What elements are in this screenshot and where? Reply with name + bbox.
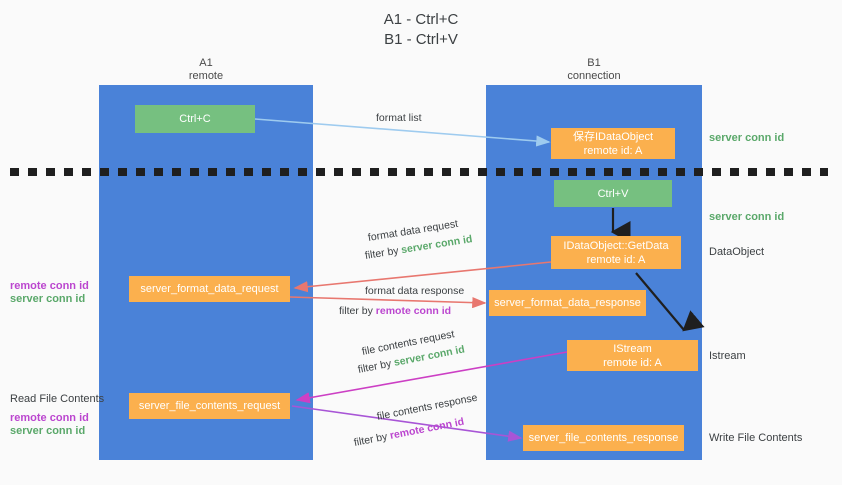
edge-label-format-data-response: format data response xyxy=(365,285,465,297)
label-dataobject: DataObject xyxy=(709,246,765,258)
label-server-conn-id-left-2: server conn id xyxy=(10,425,86,437)
column-header-a1-role: remote xyxy=(188,70,224,82)
label-write-file-contents: Write File Contents xyxy=(709,432,803,444)
column-header-b1-role: connection xyxy=(567,70,621,82)
column-header-a1-name: A1 xyxy=(199,57,213,69)
node-istream-line1: IStream xyxy=(613,342,652,355)
phase-divider-dashed-line xyxy=(10,168,828,176)
node-save-idataobject-line2: remote id: A xyxy=(583,144,643,157)
edge-label-format-data-response-filter-value: remote conn id xyxy=(375,305,452,317)
edge-label-format-list: format list xyxy=(376,112,422,124)
node-idataobject-getdata-line1: IDataObject::GetData xyxy=(563,239,669,252)
label-istream: Istream xyxy=(709,350,746,362)
edge-label-format-data-request-filter-prefix: filter by xyxy=(364,244,403,262)
column-header-b1: B1 connection xyxy=(534,57,654,83)
node-ctrl-c[interactable]: Ctrl+C xyxy=(135,105,255,133)
column-header-b1-name: B1 xyxy=(587,57,601,69)
node-istream[interactable]: IStream remote id: A xyxy=(567,340,698,371)
node-ctrl-c-line1: Ctrl+C xyxy=(179,113,211,125)
edge-label-file-contents-response-filter-value: remote conn id xyxy=(388,415,466,442)
label-server-conn-id-right-1: server conn id xyxy=(709,132,785,144)
edge-label-file-contents-response-filter: filter by remote conn id xyxy=(353,415,466,450)
edge-label-format-data-response-filter: filter by remote conn id xyxy=(339,304,451,318)
node-server-format-data-request[interactable]: server_format_data_request xyxy=(129,276,290,302)
label-remote-conn-id-left-1: remote conn id xyxy=(10,280,89,292)
node-ctrl-v-line1: Ctrl+V xyxy=(597,187,629,200)
node-idataobject-getdata-line2: remote id: A xyxy=(586,253,646,266)
node-server-file-contents-response-line1: server_file_contents_response xyxy=(528,432,679,444)
node-server-format-data-response[interactable]: server_format_data_response xyxy=(489,290,646,316)
node-server-format-data-response-line1: server_format_data_response xyxy=(494,297,641,309)
label-remote-conn-id-left-2: remote conn id xyxy=(10,412,89,424)
node-save-idataobject-line1: 保存IDataObject xyxy=(572,130,654,143)
node-server-format-data-request-line1: server_format_data_request xyxy=(140,283,279,295)
diagram-title-line1: A1 - Ctrl+C xyxy=(383,11,459,28)
node-ctrl-v[interactable]: Ctrl+V xyxy=(554,180,672,207)
node-server-file-contents-response[interactable]: server_file_contents_response xyxy=(523,425,684,451)
edge-label-file-contents-response-filter-prefix: filter by xyxy=(352,430,392,449)
label-server-conn-id-left-1: server conn id xyxy=(10,293,86,305)
node-server-file-contents-request[interactable]: server_file_contents_request xyxy=(129,393,290,419)
node-istream-line2: remote id: A xyxy=(603,356,662,369)
label-server-conn-id-right-2: server conn id xyxy=(709,211,785,223)
edge-label-format-data-response-filter-prefix: filter by xyxy=(339,305,376,317)
diagram-title-line2: B1 - Ctrl+V xyxy=(384,31,458,48)
column-header-a1: A1 remote xyxy=(146,57,266,83)
edge-label-file-contents-request-filter-prefix: filter by xyxy=(356,357,396,376)
node-idataobject-getdata[interactable]: IDataObject::GetData remote id: A xyxy=(551,236,681,269)
node-server-file-contents-request-line1: server_file_contents_request xyxy=(138,400,281,412)
label-read-file-contents: Read File Contents xyxy=(10,393,105,405)
node-save-idataobject[interactable]: 保存IDataObject remote id: A xyxy=(551,128,675,159)
